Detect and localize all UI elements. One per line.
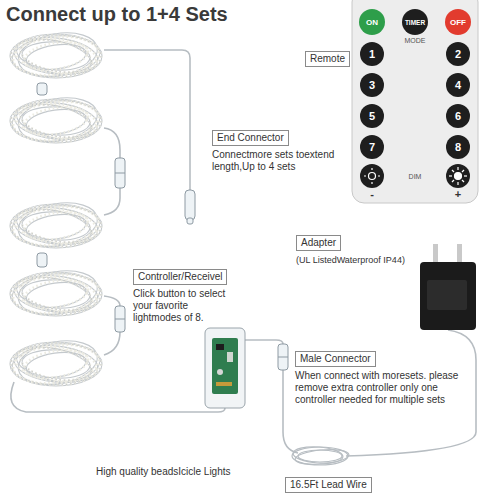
button-text: 5 [369,110,375,122]
remote-button: 7 [360,135,384,159]
button-text: OFF [450,18,466,27]
callout-description: Click button to select your favorite lig… [133,288,233,324]
callout-label: Controller/ReceivelClick button to selec… [133,266,235,324]
button-text: 8 [455,141,461,153]
remote-button: OFF [445,9,471,35]
callout-label: 16.5Ft Lead Wire [285,474,374,493]
product-caption: High quality beadsIcicle Lights [96,466,231,477]
remote-button: 4 [446,73,470,97]
button-text: ON [366,18,378,27]
connectors [37,83,288,370]
callout-heading: Controller/Receivel [133,269,227,285]
button-text: 2 [455,48,461,60]
button-text: 1 [369,48,375,60]
remote-caption: DIM [409,173,422,180]
button-text: 3 [369,79,375,91]
diagram-title: Connect up to 1+4 Sets [6,3,228,26]
callout-heading: Remote [305,51,350,67]
callout-description: When connect with moresets. please remov… [295,370,467,406]
remote-button: 1 [360,42,384,66]
remote-button: 8 [446,135,470,159]
button-text: 7 [369,141,375,153]
callout-label: Remote [305,48,353,67]
light-coils [10,27,102,390]
remote-button: 2 [446,42,470,66]
power-adapter [420,244,476,330]
callout-heading: Male Connector [295,351,376,367]
remote-caption: - [370,189,374,200]
remote-button: 3 [360,73,384,97]
remote-button: 5 [360,104,384,128]
remote-button: ON [359,9,385,35]
remote-control: MODE DIM - + ON TIMER OFF 1 2 3 4 5 6 7 8 [352,0,478,203]
remote-button: TIMER [402,9,428,35]
callout-label: End ConnectorConnectmore sets toextend l… [212,127,354,173]
callout-label: Male ConnectorWhen connect with moresets… [295,348,469,406]
callout-label: Adapter (UL ListedWaterproof IP44) [296,232,407,266]
callout-heading: End Connector [212,130,289,146]
callout-description: Connectmore sets toextend length,Up to 4… [212,149,352,173]
lead-wire-coil [292,445,350,466]
wires [11,50,476,456]
callout-heading: Adapter [296,235,341,251]
button-text: 6 [455,110,461,122]
remote-caption: MODE [405,37,426,44]
remote-button: 6 [446,104,470,128]
callout-description: (UL ListedWaterproof IP44) [296,254,407,266]
button-text: TIMER [405,19,425,26]
callout-heading: 16.5Ft Lead Wire [285,477,372,493]
controller-unit [205,328,245,408]
button-text: 4 [455,79,461,91]
remote-caption: + [455,189,461,200]
remote-body [352,0,478,203]
